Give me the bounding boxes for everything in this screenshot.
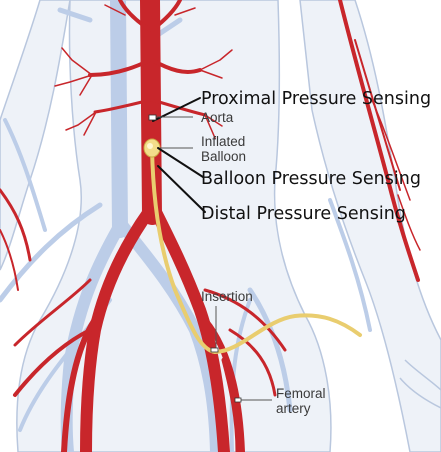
artery-label: artery: [276, 401, 311, 416]
femoral-label: Femoral: [276, 386, 326, 401]
aorta-label: Aorta: [201, 110, 234, 125]
insertion-marker: [211, 348, 218, 352]
balloon-label: Balloon: [201, 149, 246, 164]
insertion-label: Insertion: [201, 289, 253, 304]
inflated-label: Inflated: [201, 134, 245, 149]
distal-pressure-label: Distal Pressure Sensing: [201, 204, 406, 224]
proximal-sensor: [149, 115, 156, 120]
balloon-pressure-label: Balloon Pressure Sensing: [201, 169, 421, 189]
femoral-marker: [235, 398, 241, 402]
proximal-pressure-label: Proximal Pressure Sensing: [201, 89, 431, 109]
